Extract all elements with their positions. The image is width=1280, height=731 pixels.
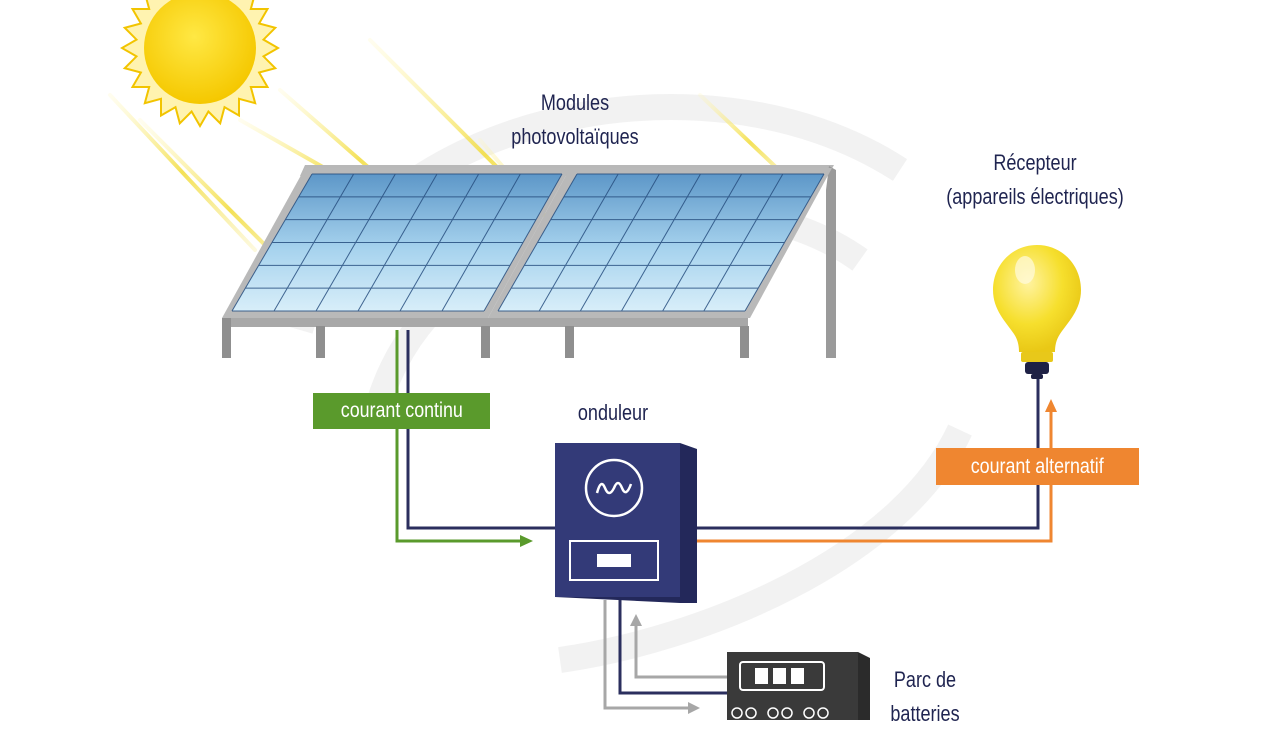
- onduleur-label: onduleur: [577, 400, 649, 425]
- courant-continu-text: courant continu: [340, 399, 463, 422]
- batteries-label-line2: batteries: [890, 701, 960, 726]
- ac-arrow-head: [1045, 399, 1057, 412]
- battery-in-wire: [634, 626, 727, 679]
- battery-return-wire: [618, 600, 727, 695]
- modules-label-line1: Modules: [540, 90, 610, 115]
- courant-alternatif-text: courant alternatif: [971, 454, 1104, 478]
- sine-wave-icon: [584, 458, 644, 518]
- recepteur-label-line2: (appareils électriques): [946, 184, 1124, 209]
- courant-continu-tag: courant continu: [313, 393, 490, 429]
- battery-bank: [727, 652, 870, 720]
- inverter-box: [555, 443, 697, 603]
- bulb-wire: [695, 378, 1040, 530]
- modules-label-line2: photovoltaïques: [511, 124, 639, 149]
- panel-return-wire: [406, 330, 556, 530]
- batteries-label-line1: Parc de: [893, 667, 957, 692]
- dc-arrow-head: [520, 535, 533, 547]
- courant-alternatif-tag: courant alternatif: [936, 448, 1139, 485]
- battery-out-arrow: [688, 702, 700, 714]
- recepteur-label: Récepteur (appareils électriques): [928, 146, 1141, 214]
- batteries-label: Parc de batteries: [882, 663, 969, 731]
- recepteur-label-line1: Récepteur: [993, 150, 1077, 175]
- battery-in-arrow: [630, 614, 642, 626]
- solar-panel-array: [222, 165, 836, 358]
- sun-icon: [120, 0, 280, 128]
- modules-label: Modules photovoltaïques: [489, 86, 661, 154]
- light-bulb-icon: [993, 245, 1081, 379]
- dc-wire: [395, 330, 522, 543]
- battery-out-wire: [603, 600, 688, 710]
